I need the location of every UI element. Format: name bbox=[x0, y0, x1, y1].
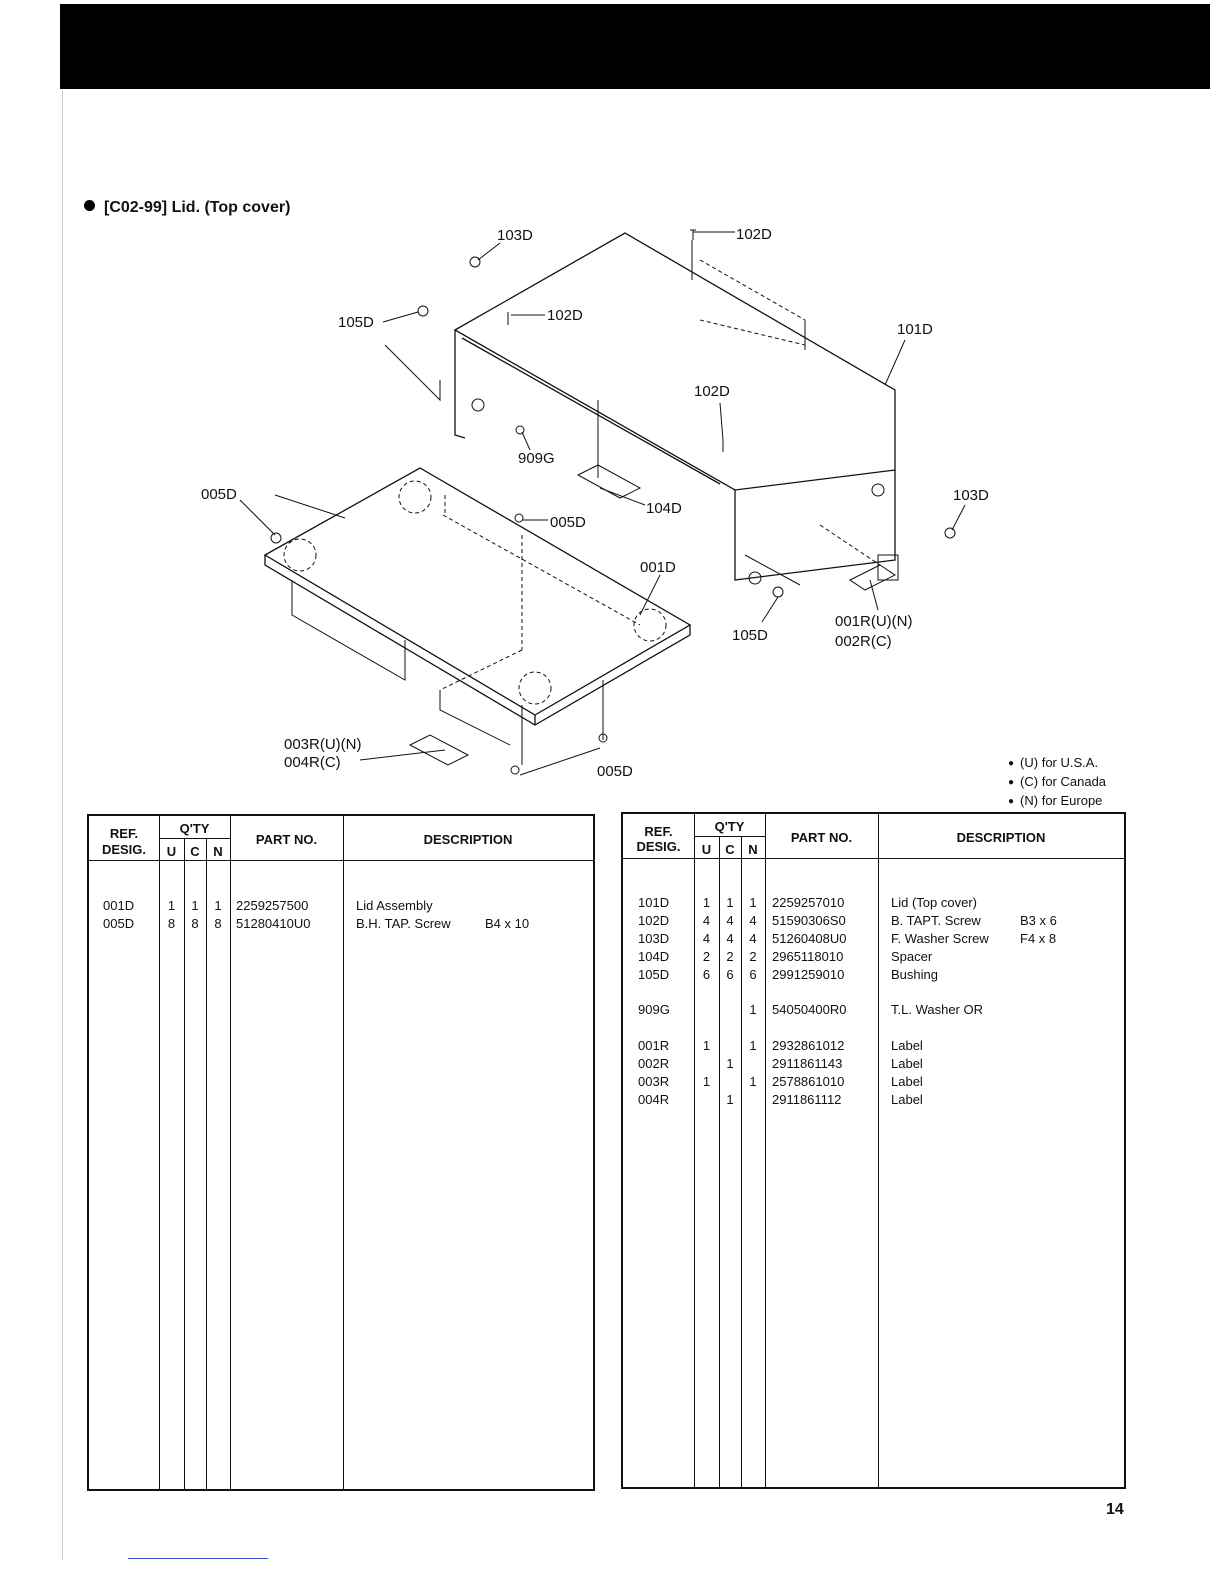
table-header bbox=[623, 814, 1124, 859]
label-105d-left: 105D bbox=[338, 314, 374, 331]
table-row: 003R 1 1 2578861010 Label bbox=[638, 1074, 923, 1089]
label-102d-right: 102D bbox=[694, 383, 730, 400]
header-qty: Q'TY bbox=[179, 821, 210, 836]
header-u: U bbox=[701, 842, 712, 857]
exploded-view-diagram: 103D 102D 105D 102D 101D 102D 909G 005D … bbox=[201, 226, 989, 780]
header-ref: REF. bbox=[644, 824, 673, 839]
label-001r: 001R(U)(N) bbox=[835, 613, 913, 630]
label-909g: 909G bbox=[518, 450, 555, 467]
legend-europe: (N) for Europe bbox=[1008, 792, 1106, 811]
section-title-text: [C02-99] Lid. (Top cover) bbox=[104, 199, 291, 216]
table-row: 005D 8 8 8 51280410U0 B.H. TAP. Screw B4… bbox=[103, 916, 530, 931]
label-102d-mid: 102D bbox=[547, 307, 583, 324]
table-header bbox=[89, 816, 593, 861]
page-edge-line bbox=[62, 90, 63, 1560]
table-row: 101D 1 1 1 2259257010 Lid (Top cover) bbox=[638, 895, 977, 910]
table-row: 002R 1 2911861143 Label bbox=[638, 1056, 923, 1071]
legend-canada: (C) for Canada bbox=[1008, 773, 1106, 792]
parts-table-left: REF. DESIG. Q'TY U C N PART NO. DESCRIPT… bbox=[87, 814, 595, 1491]
table-row: 909G 1 54050400R0 T.L. Washer OR bbox=[638, 1002, 983, 1017]
table-row: 104D 2 2 2 2965118010 Spacer bbox=[638, 949, 933, 964]
header-desig: DESIG. bbox=[101, 842, 147, 857]
table-row: 001D 1 1 1 2259257500 Lid Assembly bbox=[103, 898, 433, 913]
diagram-labels: 103D 102D 105D 102D 101D 102D 909G 005D … bbox=[201, 226, 989, 780]
label-001d: 001D bbox=[640, 559, 676, 576]
section-title: [C02-99] Lid. (Top cover) bbox=[84, 199, 290, 217]
label-002r: 002R(C) bbox=[835, 633, 892, 650]
header-description: DESCRIPTION bbox=[956, 830, 1046, 845]
label-103d-top: 103D bbox=[497, 227, 533, 244]
header-description: DESCRIPTION bbox=[423, 832, 513, 847]
header-c: C bbox=[725, 842, 735, 857]
legend-usa: (U) for U.S.A. bbox=[1008, 754, 1106, 773]
header-desig: DESIG. bbox=[636, 839, 681, 854]
table-row: 105D 6 6 6 2991259010 Bushing bbox=[638, 967, 938, 982]
header-bar bbox=[60, 4, 1210, 89]
top-cover-front bbox=[734, 470, 896, 581]
label-103d-right: 103D bbox=[953, 487, 989, 504]
top-cover-outline bbox=[453, 232, 896, 491]
table-row: 001R 1 1 2932861012 Label bbox=[638, 1038, 923, 1053]
bullet-icon bbox=[84, 200, 95, 211]
label-005d-mid: 005D bbox=[550, 514, 586, 531]
header-n: N bbox=[213, 844, 223, 859]
footer-line bbox=[128, 1558, 268, 1559]
label-101d: 101D bbox=[897, 321, 933, 338]
region-legend: (U) for U.S.A. (C) for Canada (N) for Eu… bbox=[1008, 754, 1106, 811]
header-ref: REF. bbox=[109, 826, 139, 841]
base-plate-outline bbox=[263, 467, 692, 716]
label-005d-left: 005D bbox=[201, 486, 237, 503]
top-cover-side bbox=[454, 330, 466, 439]
label-105d-bottom: 105D bbox=[732, 627, 768, 644]
table-row: 102D 4 4 4 51590306S0 B. TAPT. Screw B3 … bbox=[638, 913, 1057, 928]
label-004r: 004R(C) bbox=[284, 754, 341, 771]
header-n: N bbox=[748, 842, 758, 857]
table-row: 004R 1 2911861112 Label bbox=[638, 1092, 923, 1107]
table-row: 103D 4 4 4 51260408U0 F. Washer Screw F4… bbox=[638, 931, 1057, 946]
header-part-no: PART NO. bbox=[790, 830, 853, 845]
header-qty: Q'TY bbox=[714, 819, 745, 834]
header-part-no: PART NO. bbox=[255, 832, 318, 847]
header-u: U bbox=[166, 844, 177, 859]
label-104d: 104D bbox=[646, 500, 682, 517]
label-003r: 003R(U)(N) bbox=[284, 736, 362, 753]
label-102d-top: 102D bbox=[736, 226, 772, 243]
label-005d-bottom: 005D bbox=[597, 763, 633, 780]
page-number: 14 bbox=[1106, 1501, 1124, 1518]
header-c: C bbox=[190, 844, 200, 859]
parts-table-right: REF. DESIG. Q'TY U C N PART NO. DESCRIPT… bbox=[621, 812, 1126, 1489]
